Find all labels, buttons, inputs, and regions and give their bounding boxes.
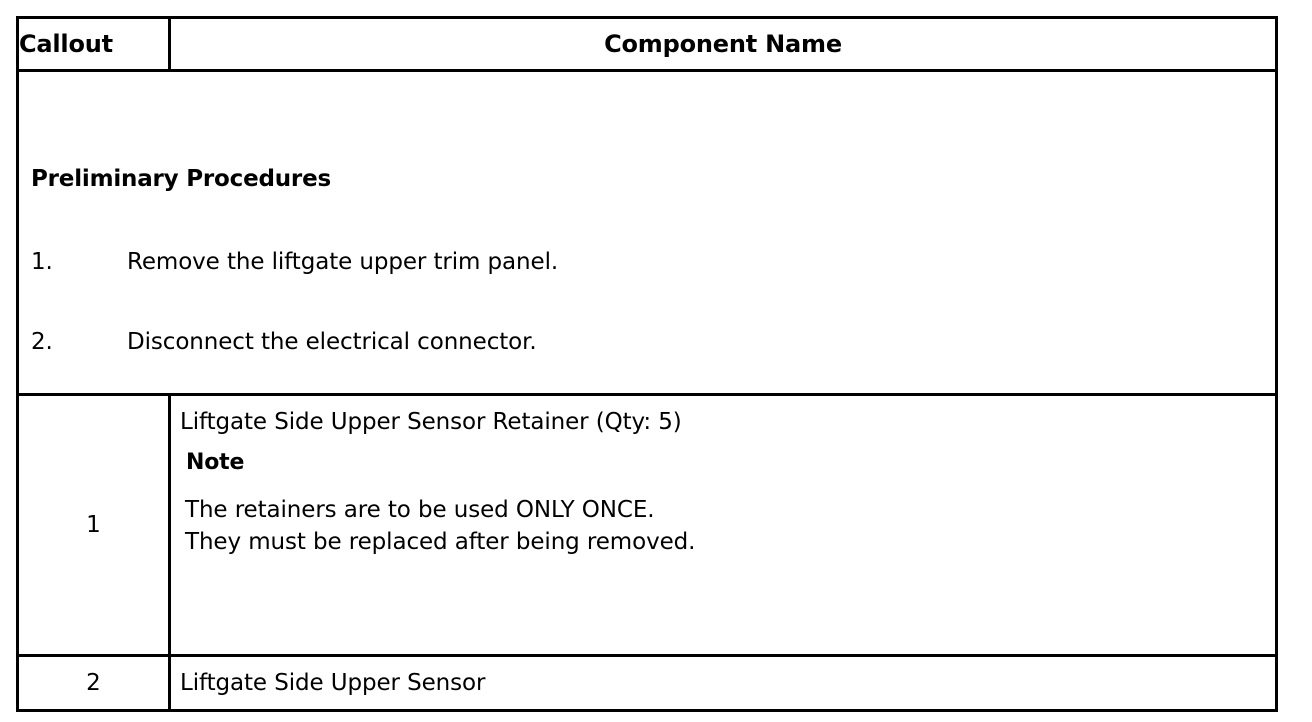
component-callout-table: Callout Component Name Preliminary Proce… bbox=[16, 16, 1278, 712]
procedure-step-2-number: 2. bbox=[31, 329, 53, 355]
callout-number-2: 2 bbox=[16, 654, 171, 712]
preliminary-procedures-row: Preliminary Procedures 1. Remove the lift… bbox=[16, 69, 1278, 396]
column-header-component-name: Component Name bbox=[168, 16, 1278, 72]
note-line-2: They must be replaced after being remove… bbox=[185, 529, 696, 555]
component-name-cell-2: Liftgate Side Upper Sensor bbox=[168, 654, 1278, 712]
procedure-step-1-text: Remove the liftgate upper trim panel. bbox=[127, 249, 559, 275]
procedure-step-1: 1. Remove the liftgate upper trim panel. bbox=[31, 249, 558, 275]
note-label: Note bbox=[186, 450, 245, 475]
column-header-callout: Callout bbox=[16, 16, 171, 72]
note-body: The retainers are to be used ONLY ONCE. … bbox=[185, 494, 695, 558]
preliminary-procedures-cell: Preliminary Procedures 1. Remove the lift… bbox=[16, 69, 1278, 396]
table-header-row: Callout Component Name bbox=[16, 16, 1278, 72]
note-line-1: The retainers are to be used ONLY ONCE. bbox=[185, 497, 655, 523]
callout-number-1: 1 bbox=[16, 393, 171, 657]
table-row: 1 Liftgate Side Upper Sensor Retainer (Q… bbox=[16, 393, 1278, 657]
procedure-step-2-text: Disconnect the electrical connector. bbox=[127, 329, 537, 355]
component-name-text-1: Liftgate Side Upper Sensor Retainer (Qty… bbox=[180, 409, 682, 435]
procedure-step-2: 2. Disconnect the electrical connector. bbox=[31, 329, 537, 355]
component-name-cell-1: Liftgate Side Upper Sensor Retainer (Qty… bbox=[168, 393, 1278, 657]
procedure-step-1-number: 1. bbox=[31, 249, 53, 275]
preliminary-procedures-title: Preliminary Procedures bbox=[31, 166, 331, 192]
table-row: 2 Liftgate Side Upper Sensor bbox=[16, 654, 1278, 712]
